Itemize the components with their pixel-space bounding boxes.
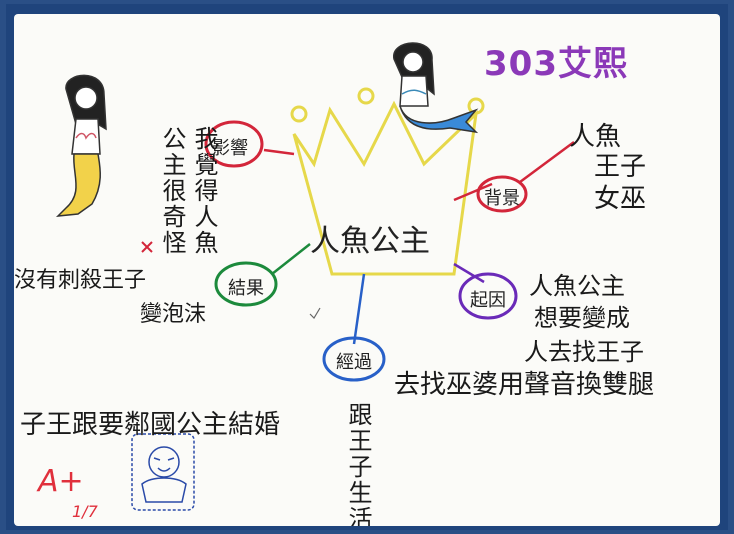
- cause-line-2: 想要變成: [534, 304, 630, 332]
- node-label-result: 結果: [228, 278, 264, 299]
- crown-drawing: [290, 87, 485, 276]
- red-x-mark: [141, 241, 153, 253]
- page-title: 303艾熙: [484, 44, 628, 84]
- process-line-3: 跟王子生活: [344, 402, 372, 526]
- node-label-process: 經過: [336, 352, 372, 373]
- grade-date: 1/7: [72, 502, 98, 521]
- cause-line-3: 人去找王子: [524, 338, 644, 366]
- drawing-canvas: [55, 42, 575, 511]
- mermaid-left-illustration: [55, 74, 107, 217]
- mermaid-top-illustration: [393, 42, 479, 134]
- result-line-1: 變泡沫: [140, 302, 207, 327]
- node-label-background: 背景: [484, 188, 520, 209]
- result-line-2: 沒有刺殺王子: [14, 268, 147, 293]
- cause-line-1: 人魚公主: [529, 272, 625, 300]
- center-topic: 人魚公主: [310, 224, 430, 259]
- impact-col-1: 我覺得人魚: [190, 126, 218, 256]
- grade-mark: A+: [38, 464, 84, 499]
- background-line-1: 人魚: [569, 122, 622, 152]
- background-line-3: 女巫: [594, 184, 647, 214]
- pencil-mark: [309, 307, 321, 319]
- node-label-impact: 影響: [212, 138, 248, 159]
- branch-lines: [263, 140, 575, 345]
- paper-sheet: 303艾熙 人魚公主 背景 人魚 王子 女巫 影響 我覺得人魚 公主很奇怪 起因…: [14, 14, 720, 526]
- node-circles: [204, 120, 528, 382]
- process-line-1: 去找巫婆用聲音換雙腿: [394, 370, 655, 400]
- impact-col-2: 公主很奇怪: [158, 126, 186, 256]
- stamp-image: [131, 433, 195, 511]
- node-label-cause: 起因: [470, 290, 506, 311]
- background-line-2: 王子: [594, 152, 647, 182]
- process-line-2: 子王跟要鄰國公主結婚: [20, 410, 281, 440]
